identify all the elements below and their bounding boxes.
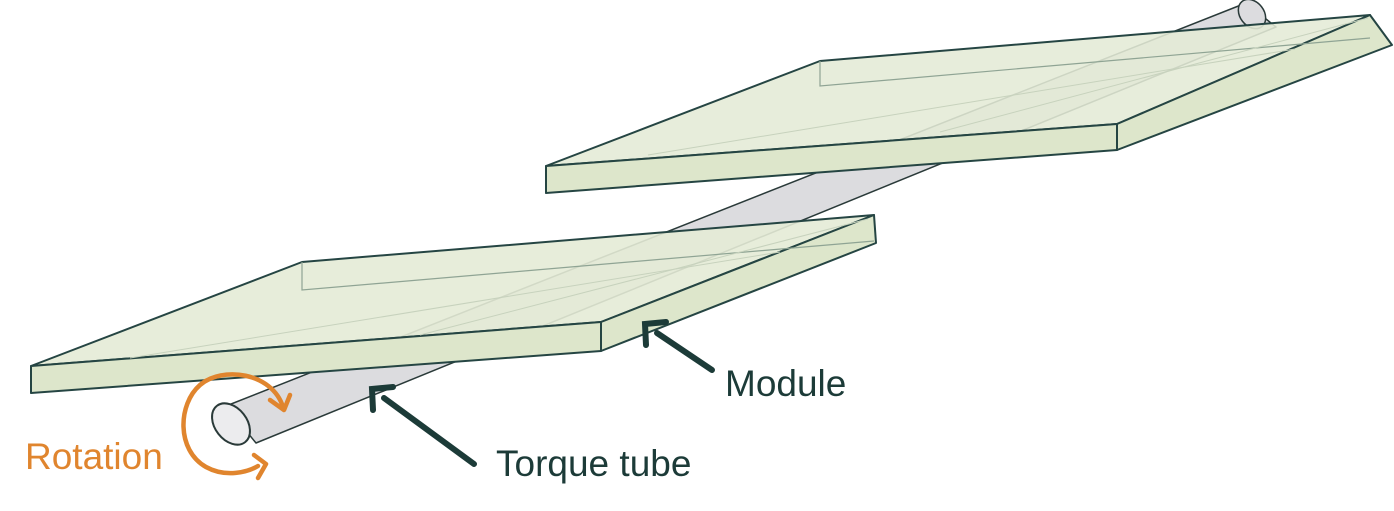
module-front-side-edge xyxy=(600,214,877,352)
module-label: Module xyxy=(725,363,846,404)
rotation-arrow xyxy=(181,372,293,481)
module-back xyxy=(545,14,1393,194)
module-back-cell-line-2 xyxy=(939,17,1369,133)
module-back-inner-edge xyxy=(819,37,1371,87)
rotation-label: Rotation xyxy=(25,436,163,477)
module-front-cell-line-2 xyxy=(419,218,869,336)
torque-tube-near-end xyxy=(211,402,251,446)
rotation-arc xyxy=(181,372,286,476)
rotation-arrowhead-bottom xyxy=(251,452,269,481)
module-arrow-head xyxy=(641,319,669,348)
torque-tube-arrow-head xyxy=(368,384,396,413)
module-front xyxy=(30,214,877,394)
rotation-arrowhead-top xyxy=(267,392,293,413)
module-arrow xyxy=(641,319,715,373)
module-front-inner-edge xyxy=(301,240,875,291)
torque-tube-label: Torque tube xyxy=(496,443,691,484)
module-arrow-shaft xyxy=(654,330,715,373)
torque-tube-arrow-shaft xyxy=(381,395,477,467)
module-back-side-edge xyxy=(1116,14,1393,151)
torque-tube-arrow xyxy=(368,384,477,467)
